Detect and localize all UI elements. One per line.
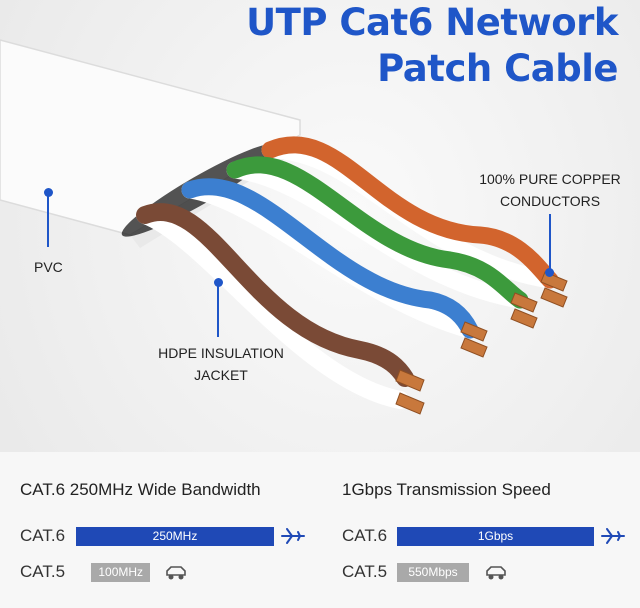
white-wire-brown-pair bbox=[136, 206, 409, 409]
car-icon bbox=[166, 566, 186, 580]
speed-heading: 1Gbps Transmission Speed bbox=[342, 480, 551, 499]
page-title: UTP Cat6 Network Patch Cable bbox=[246, 0, 618, 92]
bandwidth-cat6-label: CAT.6 bbox=[20, 526, 66, 545]
pvc-callout-dot bbox=[44, 188, 53, 197]
speed-cat5-label: CAT.5 bbox=[342, 562, 388, 581]
hdpe-callout-line bbox=[217, 285, 219, 337]
brown-wire bbox=[136, 203, 414, 387]
speed-cat5-bar: 550Mbps bbox=[397, 563, 469, 582]
car-icon bbox=[486, 566, 506, 580]
copper-label-line-1: 100% PURE COPPER bbox=[479, 171, 621, 187]
title-line-2: Patch Cable bbox=[377, 47, 618, 90]
copper-conductors bbox=[395, 271, 568, 415]
bandwidth-cat6-bar: 250MHz bbox=[76, 527, 274, 546]
hdpe-label: HDPE INSULATION JACKET bbox=[150, 342, 292, 386]
copper-label-line-2: CONDUCTORS bbox=[499, 193, 601, 209]
hdpe-label-line-1: HDPE INSULATION bbox=[158, 345, 284, 361]
airplane-icon bbox=[601, 528, 625, 544]
speed-cat6-label: CAT.6 bbox=[342, 526, 388, 545]
airplane-icon bbox=[281, 528, 305, 544]
hdpe-label-line-2: JACKET bbox=[194, 367, 248, 383]
bandwidth-heading: CAT.6 250MHz Wide Bandwidth bbox=[20, 480, 261, 499]
title-line-1: UTP Cat6 Network bbox=[246, 1, 618, 44]
hdpe-callout-dot bbox=[214, 278, 223, 287]
bandwidth-cat5-label: CAT.5 bbox=[20, 562, 66, 581]
orange-wire bbox=[261, 136, 559, 289]
pvc-callout-line bbox=[47, 195, 49, 247]
pvc-label: PVC bbox=[34, 259, 63, 275]
copper-callout-line bbox=[549, 214, 551, 272]
blue-wire bbox=[181, 178, 479, 339]
copper-callout-dot bbox=[545, 268, 554, 277]
copper-label: 100% PURE COPPER CONDUCTORS bbox=[474, 168, 626, 212]
speed-cat6-bar: 1Gbps bbox=[397, 527, 594, 546]
cable-illustration bbox=[0, 39, 568, 415]
bandwidth-cat5-bar: 100MHz bbox=[91, 563, 151, 582]
green-wire bbox=[226, 156, 529, 309]
